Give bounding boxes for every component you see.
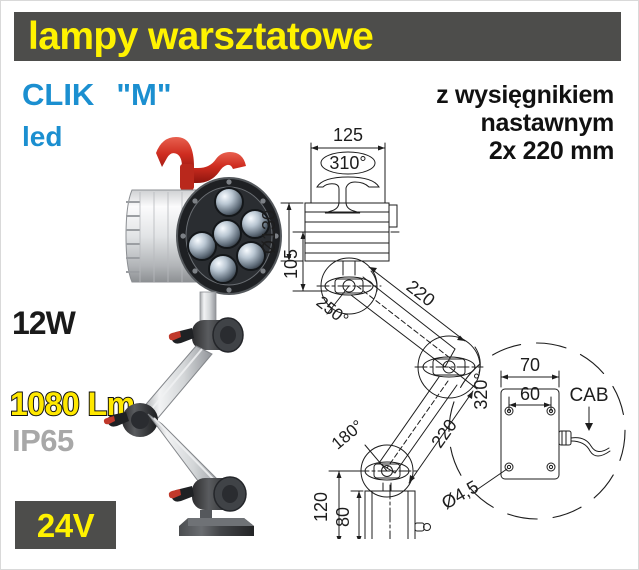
dim-label-base-height: 120 [311, 492, 331, 522]
dim-label-head-diameter: Ø130 [259, 210, 279, 254]
brand-name: CLIK [22, 77, 95, 112]
lamp-base: CE [179, 510, 254, 570]
arm-joint-lower [168, 476, 247, 512]
spec-power: 12W [12, 305, 76, 341]
dim-label-base-body-height: 80 [333, 507, 353, 527]
dim-label-cable: CAB [569, 385, 608, 406]
product-photo: CE [96, 106, 286, 570]
dim-label-hole-spacing: 60 [520, 384, 540, 404]
drawing-handle [316, 176, 380, 214]
page-title: lampy warsztatowe [28, 15, 374, 58]
description-line-2: nastawnym [480, 109, 615, 137]
product-description: z wysięgnikiem nastawnym 2x 220 mm [314, 81, 614, 165]
drawing-base [362, 482, 431, 567]
voltage-badge-label: 24V [36, 506, 95, 544]
drawing-arm-1 [350, 266, 466, 368]
dim-label-joint3-angle: 180° [328, 416, 367, 453]
spec-ingress-protection: IP65 [12, 423, 74, 458]
drawing-mounting-plate [474, 370, 611, 492]
dim-label-joint2-angle: 320° [471, 372, 491, 409]
dim-label-head-offset: 105 [281, 249, 301, 279]
description-line-3: 2x 220 mm [488, 137, 614, 165]
dim-label-head-width: 125 [333, 125, 363, 145]
lamp-front-ring [176, 177, 282, 295]
technical-drawing: 125 310° Ø130 105 250° 220 320° 220 180°… [259, 119, 631, 567]
voltage-badge: 24V [15, 501, 116, 549]
header-banner: lampy warsztatowe [14, 12, 621, 61]
dim-label-arm1-length: 220 [403, 276, 439, 310]
upper-arm [141, 345, 213, 419]
oval-head-rotation [320, 151, 376, 175]
description-line-1: z wysięgnikiem [436, 81, 614, 109]
detail-callout-circle [448, 342, 626, 520]
drawing-joint-3 [356, 444, 418, 498]
product-photo-svg: CE [103, 137, 282, 570]
dim-head-width [310, 142, 386, 204]
drawing-joint-2 [414, 335, 484, 399]
dim-base-height [328, 470, 364, 544]
lamp-handle [156, 137, 246, 190]
brand-title: CLIK "M" [22, 79, 172, 110]
drawing-lamp-head [298, 202, 400, 262]
brand-led-label: led [22, 121, 63, 152]
led-lenses [187, 187, 270, 284]
dim-label-plate-width: 70 [520, 355, 540, 375]
dim-head-offset [292, 231, 328, 292]
dim-label-arm2-length: 220 [427, 416, 461, 452]
technical-drawing-svg: 125 310° Ø130 105 250° 220 320° 220 180°… [259, 125, 626, 567]
dim-label-hole-diameter: Ø4,5 [438, 476, 482, 513]
arm-joint-middle [103, 403, 158, 437]
dim-label-head-rotation: 310° [329, 153, 366, 173]
drawing-arm-2 [378, 376, 474, 484]
drawing-joint-1 [316, 257, 382, 315]
dim-head-diameter [280, 202, 304, 262]
arm-joint-upper [168, 317, 244, 353]
brand-model: "M" [116, 77, 172, 112]
dim-label-joint1-angle: 250° [313, 292, 352, 329]
